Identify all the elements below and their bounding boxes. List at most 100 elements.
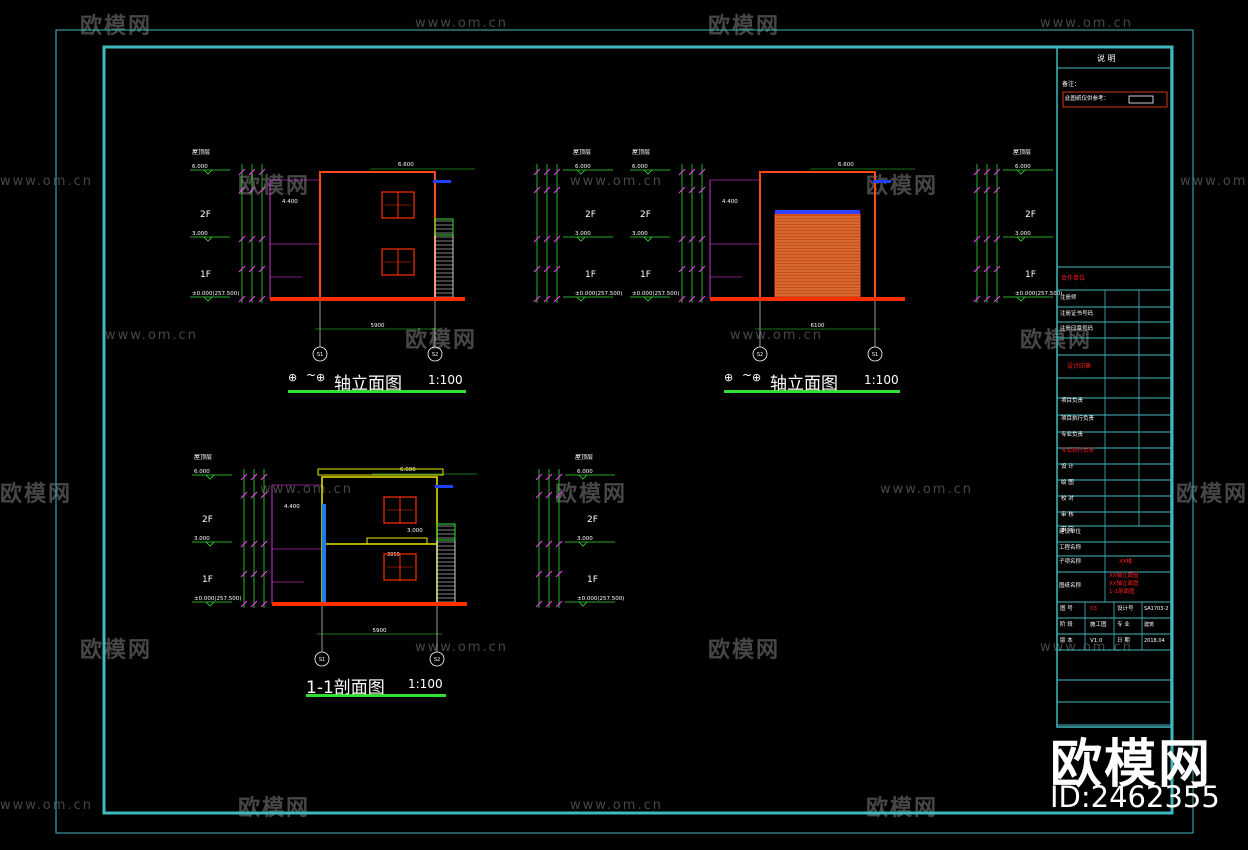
watermark-brand: 欧模网	[1176, 482, 1248, 507]
level-mark	[643, 296, 653, 302]
dim-tick	[535, 600, 543, 608]
dim-tick	[533, 235, 541, 243]
section-door	[322, 504, 326, 604]
dim-tick	[248, 265, 256, 273]
dim-tick	[553, 295, 561, 303]
outer-frame	[55, 29, 1194, 834]
tb-role-label: 专业执行负责	[1061, 448, 1095, 454]
dim-tick	[983, 265, 991, 273]
dim-tick	[555, 491, 563, 499]
elevation-1-title-text: 轴立面图	[334, 374, 402, 394]
section-outline	[321, 476, 438, 605]
dim-tick	[258, 168, 266, 176]
floor-2f-label-right: 2F	[587, 515, 598, 525]
stair	[434, 218, 454, 300]
dim-tick	[250, 600, 258, 608]
dim-tick	[545, 473, 553, 481]
watermark-brand: 欧模网	[866, 174, 939, 199]
dim-tick	[688, 265, 696, 273]
axis-label-start: S1	[319, 657, 325, 663]
ground-line	[710, 297, 905, 301]
dim-tick	[535, 473, 543, 481]
floor-2f-label: 2F	[202, 515, 213, 525]
tb-info-key: 版 本	[1060, 638, 1073, 644]
roof-label-right: 屋顶层	[575, 454, 593, 461]
tb-project-label: 工程名称	[1059, 545, 1082, 551]
ground-line	[272, 602, 467, 606]
tb-info-key: 图 号	[1060, 606, 1073, 612]
watermark-url: www.om.cn	[415, 16, 508, 31]
axis-bubble-end	[867, 346, 883, 362]
inner-level-text: 3.000	[407, 528, 423, 534]
watermark-url: www.om.cn	[105, 328, 198, 343]
watermark-url: www.om.cn	[415, 640, 508, 655]
tb-role-label: 设 计	[1061, 464, 1074, 470]
dim-tick	[973, 168, 981, 176]
watermark-brand: 欧模网	[866, 796, 939, 821]
level-mark	[203, 169, 213, 175]
dim-tick	[238, 235, 246, 243]
level-text: ±0.000(257.500)	[632, 291, 679, 297]
dim-tick	[543, 295, 551, 303]
watermark-id: ID:2462355	[1050, 780, 1220, 814]
dim-tick	[238, 295, 246, 303]
dim-tick	[240, 540, 248, 548]
dim-tick	[688, 235, 696, 243]
dim-tick	[993, 295, 1001, 303]
axis-bubble-start	[314, 651, 330, 667]
dim-tick	[248, 235, 256, 243]
dim-tick	[973, 186, 981, 194]
watermark-brand: 欧模网	[1020, 328, 1093, 353]
tb-role-label: 专业负责	[1061, 432, 1084, 438]
dim-tick	[688, 295, 696, 303]
elevation-2-scale: 1:100	[864, 373, 899, 387]
dim-tick	[258, 186, 266, 194]
watermark-brand: 欧模网	[80, 14, 153, 39]
level-mark	[203, 236, 213, 242]
dim-tick	[250, 473, 258, 481]
tb-info-value: 03	[1090, 606, 1097, 612]
level-text: 6.000	[632, 164, 648, 170]
dim-tick	[260, 570, 268, 578]
axis-label-start: S1	[317, 352, 323, 358]
building-outline	[319, 171, 436, 300]
level-text-right: ±0.000(257.500)	[575, 291, 622, 297]
dim-tick	[248, 186, 256, 194]
dim-tick	[260, 473, 268, 481]
level-mark-right	[576, 236, 586, 242]
tb-role-label: 项目负责	[1061, 398, 1084, 404]
level-text-right: 3.000	[577, 536, 593, 542]
ridge-dim-text: 6.600	[838, 162, 854, 168]
level-text: ±0.000(257.500)	[194, 596, 241, 602]
tb-role-label: 项目执行负责	[1061, 416, 1095, 422]
floor-1f-label: 1F	[202, 575, 213, 585]
tb-project-label: 子项名称	[1059, 559, 1082, 565]
level-mark	[205, 541, 215, 547]
watermark-url: www.om.cn	[570, 174, 663, 189]
watermark-url: www.om.cn	[1040, 16, 1133, 31]
dim-tick	[698, 235, 706, 243]
elevation-1-scale: 1:100	[428, 373, 463, 387]
dim-tick	[543, 186, 551, 194]
dim-tick	[250, 570, 258, 578]
level-text-right: 6.000	[577, 469, 593, 475]
canopy-level-text: 4.400	[282, 199, 298, 205]
dim-tick	[993, 186, 1001, 194]
dim-tick	[545, 491, 553, 499]
floor-1f-label: 1F	[640, 270, 651, 280]
dim-tick	[698, 295, 706, 303]
tb-drawing-name: XX轴立面图	[1109, 581, 1139, 587]
dim-tick	[983, 186, 991, 194]
dim-tick	[688, 186, 696, 194]
watermark-url: www.om.cn	[260, 482, 353, 497]
level-text: 3.000	[632, 231, 648, 237]
level-mark-right	[578, 541, 588, 547]
tb-info-key: 阶 段	[1060, 622, 1073, 628]
inner-dim-text: 3050	[387, 552, 400, 558]
tb-info-key2: 设计号	[1117, 606, 1134, 612]
watermark-brand: 欧模网	[0, 482, 73, 507]
watermark-brand: 欧模网	[555, 482, 628, 507]
dim-tick	[973, 295, 981, 303]
floor-1f-label-right: 1F	[587, 575, 598, 585]
